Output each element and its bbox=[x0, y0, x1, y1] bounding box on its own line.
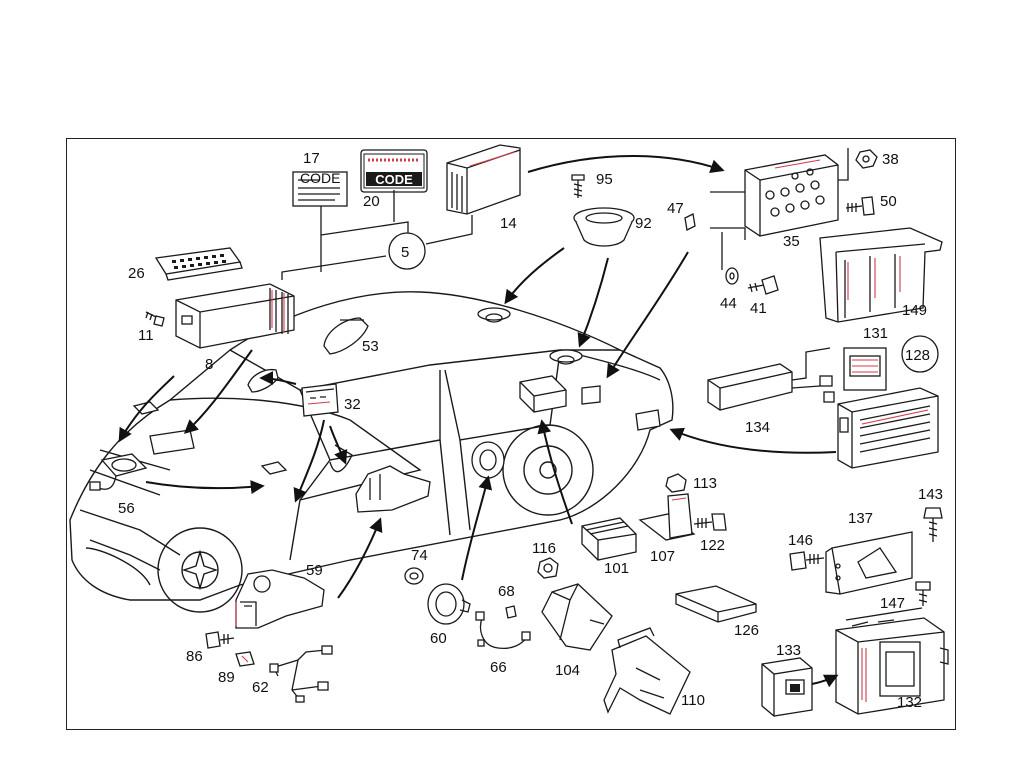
part-62-harness bbox=[269, 645, 333, 703]
label-110: 110 bbox=[681, 692, 705, 709]
label-107: 107 bbox=[650, 548, 675, 565]
part-38-nut bbox=[838, 148, 878, 181]
diagram-frame bbox=[66, 138, 956, 730]
label-41: 41 bbox=[750, 300, 767, 317]
part-74-cap bbox=[404, 567, 424, 585]
label-101: 101 bbox=[604, 560, 629, 577]
part-122-bolt bbox=[693, 513, 727, 531]
label-116: 116 bbox=[532, 540, 556, 557]
label-66: 66 bbox=[490, 659, 507, 676]
label-86: 86 bbox=[186, 648, 203, 665]
label-14: 14 bbox=[500, 215, 517, 232]
label-134: 134 bbox=[745, 419, 770, 436]
label-104: 104 bbox=[555, 662, 580, 679]
label-59: 59 bbox=[306, 562, 323, 579]
label-132: 132 bbox=[897, 694, 922, 711]
part-134-module bbox=[707, 347, 835, 411]
label-143: 143 bbox=[918, 486, 943, 503]
part-8-head-unit bbox=[175, 283, 295, 349]
part-107-bracket bbox=[638, 493, 696, 541]
part-59-door-unit bbox=[235, 569, 325, 629]
label-60: 60 bbox=[430, 630, 447, 647]
label-35: 35 bbox=[783, 233, 800, 250]
label-68: 68 bbox=[498, 583, 515, 600]
part-113-nut bbox=[665, 473, 687, 493]
label-133: 133 bbox=[776, 642, 801, 659]
part-132-unit bbox=[835, 607, 949, 715]
part-146-bolt bbox=[789, 551, 825, 571]
label-32: 32 bbox=[344, 396, 361, 413]
part-56-speaker bbox=[89, 453, 148, 491]
label-38: 38 bbox=[882, 151, 899, 168]
part-14-radio-unit bbox=[446, 144, 521, 215]
part-101-module bbox=[581, 517, 637, 561]
label-122: 122 bbox=[700, 537, 725, 554]
callout-128 bbox=[901, 335, 939, 373]
car-illustration bbox=[69, 291, 674, 613]
label-53: 53 bbox=[362, 338, 379, 355]
label-8: 8 bbox=[205, 356, 213, 373]
part-20-code-card: CODE bbox=[360, 149, 428, 193]
part-66-cable bbox=[475, 611, 531, 650]
code-card-small-text: CODE bbox=[300, 170, 340, 186]
label-137: 137 bbox=[848, 510, 873, 527]
label-74: 74 bbox=[411, 547, 428, 564]
part-133-unit bbox=[761, 657, 813, 717]
label-95: 95 bbox=[596, 171, 613, 188]
part-147-screw bbox=[915, 581, 931, 606]
label-56: 56 bbox=[118, 500, 135, 517]
part-26-remote bbox=[154, 247, 243, 281]
part-35-bracket bbox=[710, 154, 839, 240]
arrows bbox=[118, 155, 839, 688]
label-149: 149 bbox=[902, 302, 927, 319]
label-126: 126 bbox=[734, 622, 759, 639]
part-53-cover bbox=[323, 317, 369, 355]
part-149-holder bbox=[819, 227, 943, 323]
label-92: 92 bbox=[635, 215, 652, 232]
part-110-bracket bbox=[603, 627, 691, 715]
label-11: 11 bbox=[138, 327, 154, 344]
label-131: 131 bbox=[863, 325, 888, 342]
part-92-speaker bbox=[573, 207, 635, 247]
label-47: 47 bbox=[667, 200, 684, 217]
label-17: 17 bbox=[303, 150, 320, 167]
label-89: 89 bbox=[218, 669, 235, 686]
label-128: 128 bbox=[905, 347, 930, 364]
part-41-screw bbox=[747, 275, 779, 295]
part-89-plug bbox=[235, 651, 255, 667]
part-11-screw bbox=[145, 311, 165, 327]
part-32-switch bbox=[301, 383, 339, 417]
label-26: 26 bbox=[128, 265, 145, 282]
part-86-bolt bbox=[205, 631, 235, 649]
part-104-module bbox=[541, 583, 613, 651]
label-50: 50 bbox=[880, 193, 897, 210]
part-143-screw bbox=[923, 507, 943, 542]
code-card-text: CODE bbox=[375, 172, 413, 187]
part-47-clip bbox=[684, 213, 696, 231]
part-95-screw bbox=[571, 174, 585, 198]
label-147: 147 bbox=[880, 595, 905, 612]
part-44-washer bbox=[721, 232, 739, 285]
label-20: 20 bbox=[363, 193, 380, 210]
callout-5 bbox=[388, 232, 426, 270]
label-44: 44 bbox=[720, 295, 737, 312]
label-5: 5 bbox=[401, 244, 409, 261]
part-17-label-card: CODE bbox=[292, 170, 348, 207]
part-131-module bbox=[843, 347, 887, 391]
label-113: 113 bbox=[693, 475, 717, 492]
label-62: 62 bbox=[252, 679, 269, 696]
part-68-bulb bbox=[505, 605, 517, 619]
part-60-speaker bbox=[427, 583, 471, 625]
label-146: 146 bbox=[788, 532, 813, 549]
part-126-plate bbox=[675, 585, 757, 623]
part-128-large-unit bbox=[837, 387, 939, 469]
part-50-bolt bbox=[845, 196, 875, 216]
part-116-nut bbox=[537, 557, 559, 579]
part-137-bracket bbox=[825, 531, 913, 595]
